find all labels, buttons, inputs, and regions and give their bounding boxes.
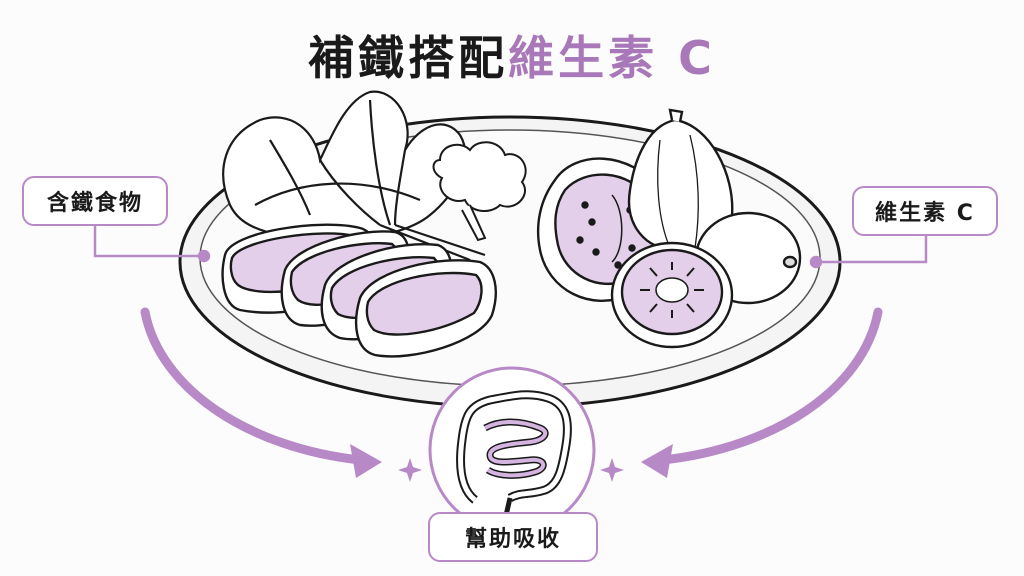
title-main: 補鐵搭配: [308, 31, 509, 85]
iron-connector: [93, 226, 211, 263]
page-title: 補鐵搭配維生素 C: [0, 22, 1024, 88]
kiwi-half-icon: [610, 241, 734, 349]
vitamin-c-connector: [809, 236, 928, 269]
guava-whole-icon: [627, 108, 734, 253]
broccoli-icon: [432, 141, 527, 242]
title-accent: 維生素 C: [508, 31, 716, 85]
right-arrow-icon: [641, 307, 883, 478]
iron-foods-label: 含鐵食物: [22, 176, 168, 226]
intestine-icon: [428, 366, 596, 534]
iron-meat-slices-icon: [221, 223, 497, 358]
left-arrow-icon: [140, 307, 382, 478]
absorption-label: 幫助吸收: [428, 512, 598, 562]
vitamin-c-label: 維生素 C: [852, 186, 998, 236]
